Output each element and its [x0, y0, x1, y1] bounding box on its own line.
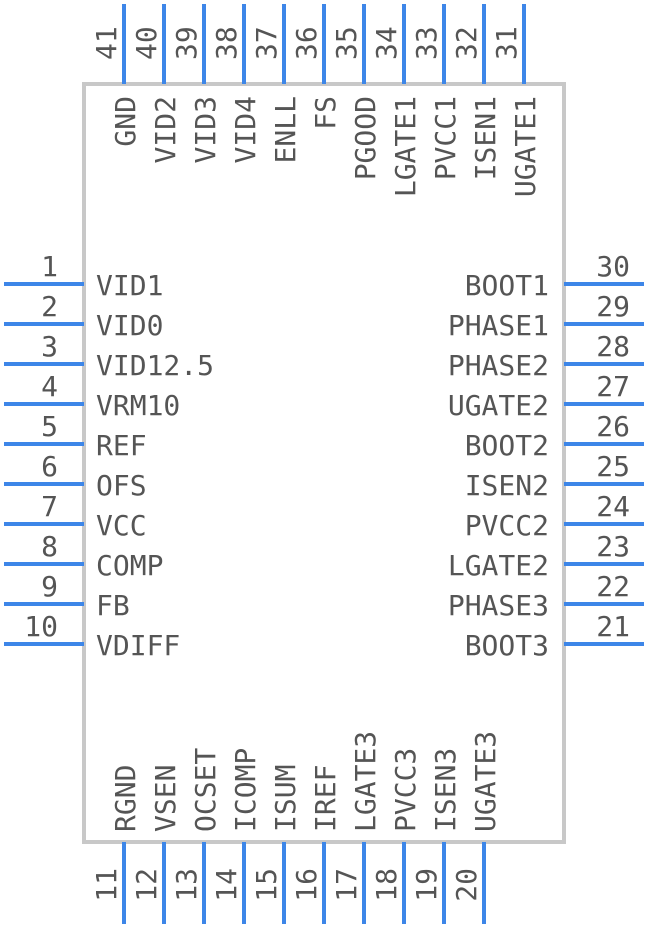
pin-28-label: PHASE2: [448, 349, 549, 382]
pin-17-label: LGATE3: [349, 731, 382, 832]
pin-8-number: 8: [41, 530, 58, 563]
pin-22-label: PHASE3: [448, 589, 549, 622]
pin-17-number: 17: [330, 868, 363, 902]
pin-4-number: 4: [41, 370, 58, 403]
pin-30-label: BOOT1: [465, 269, 549, 302]
pin-9-label: FB: [96, 589, 130, 622]
pin-34-number: 34: [370, 26, 403, 60]
ic-body: [82, 82, 566, 844]
pin-22-number: 22: [596, 570, 630, 603]
pin-21-number: 21: [596, 610, 630, 643]
pin-1-number: 1: [41, 250, 58, 283]
pin-39-number: 39: [170, 26, 203, 60]
pin-18-label: PVCC3: [389, 748, 422, 832]
pin-1-label: VID1: [96, 269, 163, 302]
pin-28-number: 28: [596, 330, 630, 363]
pin-18-number: 18: [370, 868, 403, 902]
pin-16-label: IREF: [309, 765, 342, 832]
pin-26-label: BOOT2: [465, 429, 549, 462]
pin-34-label: LGATE1: [389, 96, 422, 197]
pin-19-label: ISEN3: [429, 748, 462, 832]
pin-24-number: 24: [596, 490, 630, 523]
pin-23-label: LGATE2: [448, 549, 549, 582]
pin-29-number: 29: [596, 290, 630, 323]
pin-2-number: 2: [41, 290, 58, 323]
pin-27-number: 27: [596, 370, 630, 403]
pin-31-number: 31: [490, 26, 523, 60]
pin-40-label: VID2: [149, 96, 182, 163]
pin-12-number: 12: [130, 868, 163, 902]
pin-31-label: UGATE1: [509, 96, 542, 197]
pin-2-label: VID0: [96, 309, 163, 342]
pin-4-label: VRM10: [96, 389, 180, 422]
pin-11-label: RGND: [109, 765, 142, 832]
pin-11-number: 11: [90, 868, 123, 902]
pin-41-number: 41: [90, 26, 123, 60]
pin-36-label: FS: [309, 96, 342, 130]
pin-10-label: VDIFF: [96, 629, 180, 662]
pin-36-number: 36: [290, 26, 323, 60]
pin-12-label: VSEN: [149, 765, 182, 832]
pin-21-label: BOOT3: [465, 629, 549, 662]
pin-8-label: COMP: [96, 549, 163, 582]
pin-14-label: ICOMP: [229, 748, 262, 832]
pin-29-label: PHASE1: [448, 309, 549, 342]
pin-37-number: 37: [250, 26, 283, 60]
pin-26-number: 26: [596, 410, 630, 443]
pin-33-label: PVCC1: [429, 96, 462, 180]
pin-35-label: PGOOD: [349, 96, 382, 180]
pin-5-label: REF: [96, 429, 147, 462]
pin-19-number: 19: [410, 868, 443, 902]
pin-6-number: 6: [41, 450, 58, 483]
pin-13-label: OCSET: [189, 748, 222, 832]
pin-20-number: 20: [450, 868, 483, 902]
pin-16-number: 16: [290, 868, 323, 902]
pin-24-label: PVCC2: [465, 509, 549, 542]
pin-5-number: 5: [41, 410, 58, 443]
pin-25-number: 25: [596, 450, 630, 483]
pin-38-label: VID4: [229, 96, 262, 163]
pin-9-number: 9: [41, 570, 58, 603]
pin-39-label: VID3: [189, 96, 222, 163]
pin-41-label: GND: [109, 96, 142, 147]
pin-23-number: 23: [596, 530, 630, 563]
pin-7-label: VCC: [96, 509, 147, 542]
pin-10-number: 10: [24, 610, 58, 643]
pin-15-number: 15: [250, 868, 283, 902]
pin-40-number: 40: [130, 26, 163, 60]
pin-32-number: 32: [450, 26, 483, 60]
pin-38-number: 38: [210, 26, 243, 60]
pin-27-label: UGATE2: [448, 389, 549, 422]
pin-13-number: 13: [170, 868, 203, 902]
pin-6-label: OFS: [96, 469, 147, 502]
pin-32-label: ISEN1: [469, 96, 502, 180]
pin-3-number: 3: [41, 330, 58, 363]
pin-33-number: 33: [410, 26, 443, 60]
pin-3-label: VID12.5: [96, 349, 214, 382]
pin-30-number: 30: [596, 250, 630, 283]
pin-20-label: UGATE3: [469, 731, 502, 832]
pin-14-number: 14: [210, 868, 243, 902]
pin-7-number: 7: [41, 490, 58, 523]
pin-15-label: ISUM: [269, 765, 302, 832]
pin-35-number: 35: [330, 26, 363, 60]
pin-37-label: ENLL: [269, 96, 302, 163]
pin-25-label: ISEN2: [465, 469, 549, 502]
